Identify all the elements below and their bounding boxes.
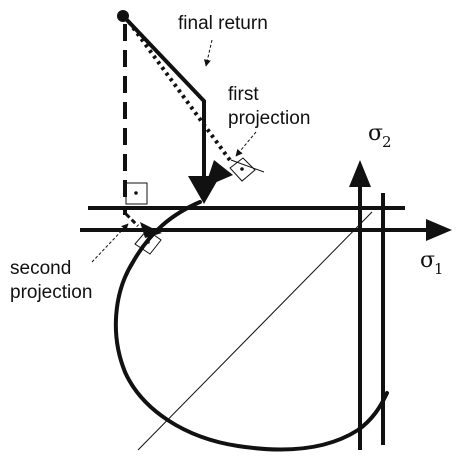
first-projection-label-line1: first (228, 84, 259, 105)
second-projection-label-line2: projection (10, 282, 92, 303)
second-projection-arrowhead (140, 222, 162, 238)
sigma1-axis-label: σ (420, 248, 435, 273)
yield-surface-curve (113, 200, 389, 452)
trial-stress-point (117, 10, 129, 22)
second-projection-arrow (124, 212, 140, 228)
sigma2-axis-subscript: 2 (382, 133, 392, 151)
final-return-label: final return (178, 13, 268, 34)
sigma2-axis-label: σ (368, 121, 383, 146)
second-projection-lower-right-angle-box (134, 229, 162, 255)
hydrostatic-diagonal-line (137, 211, 373, 451)
sigma1-axis-subscript: 1 (434, 260, 444, 278)
sigma2-axis-arrowhead (349, 160, 371, 187)
second-projection-right-angle-box (125, 182, 148, 205)
first-projection-leader (235, 131, 257, 157)
final-return-leader (204, 39, 213, 67)
first-projection-path (125, 18, 206, 180)
second-projection-lower-right-angle-dot (146, 240, 150, 244)
second-projection-label-line1: second (10, 258, 71, 279)
first-projection-normal-tick (230, 159, 265, 173)
final-return-dotted-line (127, 20, 234, 165)
second-projection-leader (91, 223, 129, 263)
first-projection-label-line2: projection (228, 108, 310, 129)
second-projection-right-angle-dot (134, 191, 138, 195)
first-projection-right-angle-dot (240, 167, 244, 171)
sigma1-axis-arrowhead (426, 219, 452, 241)
first-projection-right-angle-box (229, 157, 256, 182)
final-return-arrowhead (205, 160, 233, 187)
